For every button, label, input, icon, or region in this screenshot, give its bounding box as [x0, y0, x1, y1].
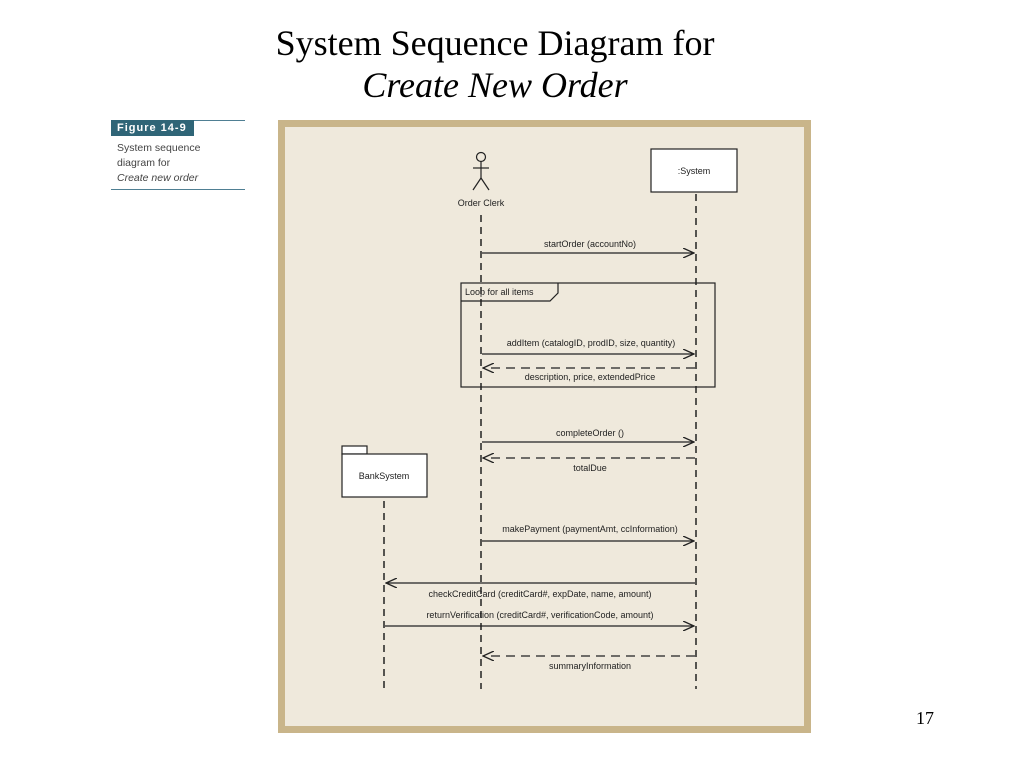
message-label: description, price, extendedPrice — [525, 372, 656, 382]
figure-description: System sequence diagram for Create new o… — [117, 141, 200, 186]
figure-description-line-3: Create new order — [117, 172, 199, 184]
page-number: 17 — [916, 708, 934, 728]
message-label: addItem (catalogID, prodID, size, quanti… — [507, 338, 676, 348]
sequence-diagram-frame: Order Clerk :System BankSystem Loop for … — [278, 120, 811, 733]
loop-fragment — [460, 282, 716, 388]
bank-system-box — [341, 453, 428, 498]
sequence-diagram: Order Clerk :System BankSystem Loop for … — [341, 148, 738, 689]
message-label: startOrder (accountNo) — [544, 239, 636, 249]
system-box — [650, 148, 738, 193]
message-label: completeOrder () — [556, 428, 624, 438]
actor-label: Order Clerk — [458, 198, 505, 208]
slide-title: System Sequence Diagram for Create New O… — [0, 22, 990, 106]
figure-description-line-2: diagram for — [117, 157, 171, 169]
bank-system-label: BankSystem — [359, 471, 410, 481]
slide-title-line-2: Create New Order — [362, 65, 628, 105]
message-label: returnVerification (creditCard#, verific… — [426, 610, 653, 620]
message-label: checkCreditCard (creditCard#, expDate, n… — [428, 589, 651, 599]
message-label: totalDue — [573, 463, 607, 473]
loop-label-tab — [461, 283, 559, 302]
figure-label: Figure 14-9 — [111, 120, 194, 136]
figure-description-line-1: System sequence — [117, 142, 201, 154]
caption-bottom-rule — [111, 189, 245, 190]
actor-leg-right — [480, 177, 490, 191]
message-list — [385, 253, 695, 656]
loop-label: Loop for all items — [465, 287, 534, 297]
message-label: summaryInformation — [549, 661, 631, 671]
actor-leg-left — [472, 177, 482, 191]
actor-head — [475, 151, 487, 163]
system-label: :System — [678, 166, 711, 176]
order-clerk-actor — [472, 151, 490, 191]
slide-title-line-1: System Sequence Diagram for — [275, 23, 715, 63]
message-label: makePayment (paymentAmt, ccInformation) — [502, 524, 678, 534]
bank-system-tab — [341, 445, 368, 455]
